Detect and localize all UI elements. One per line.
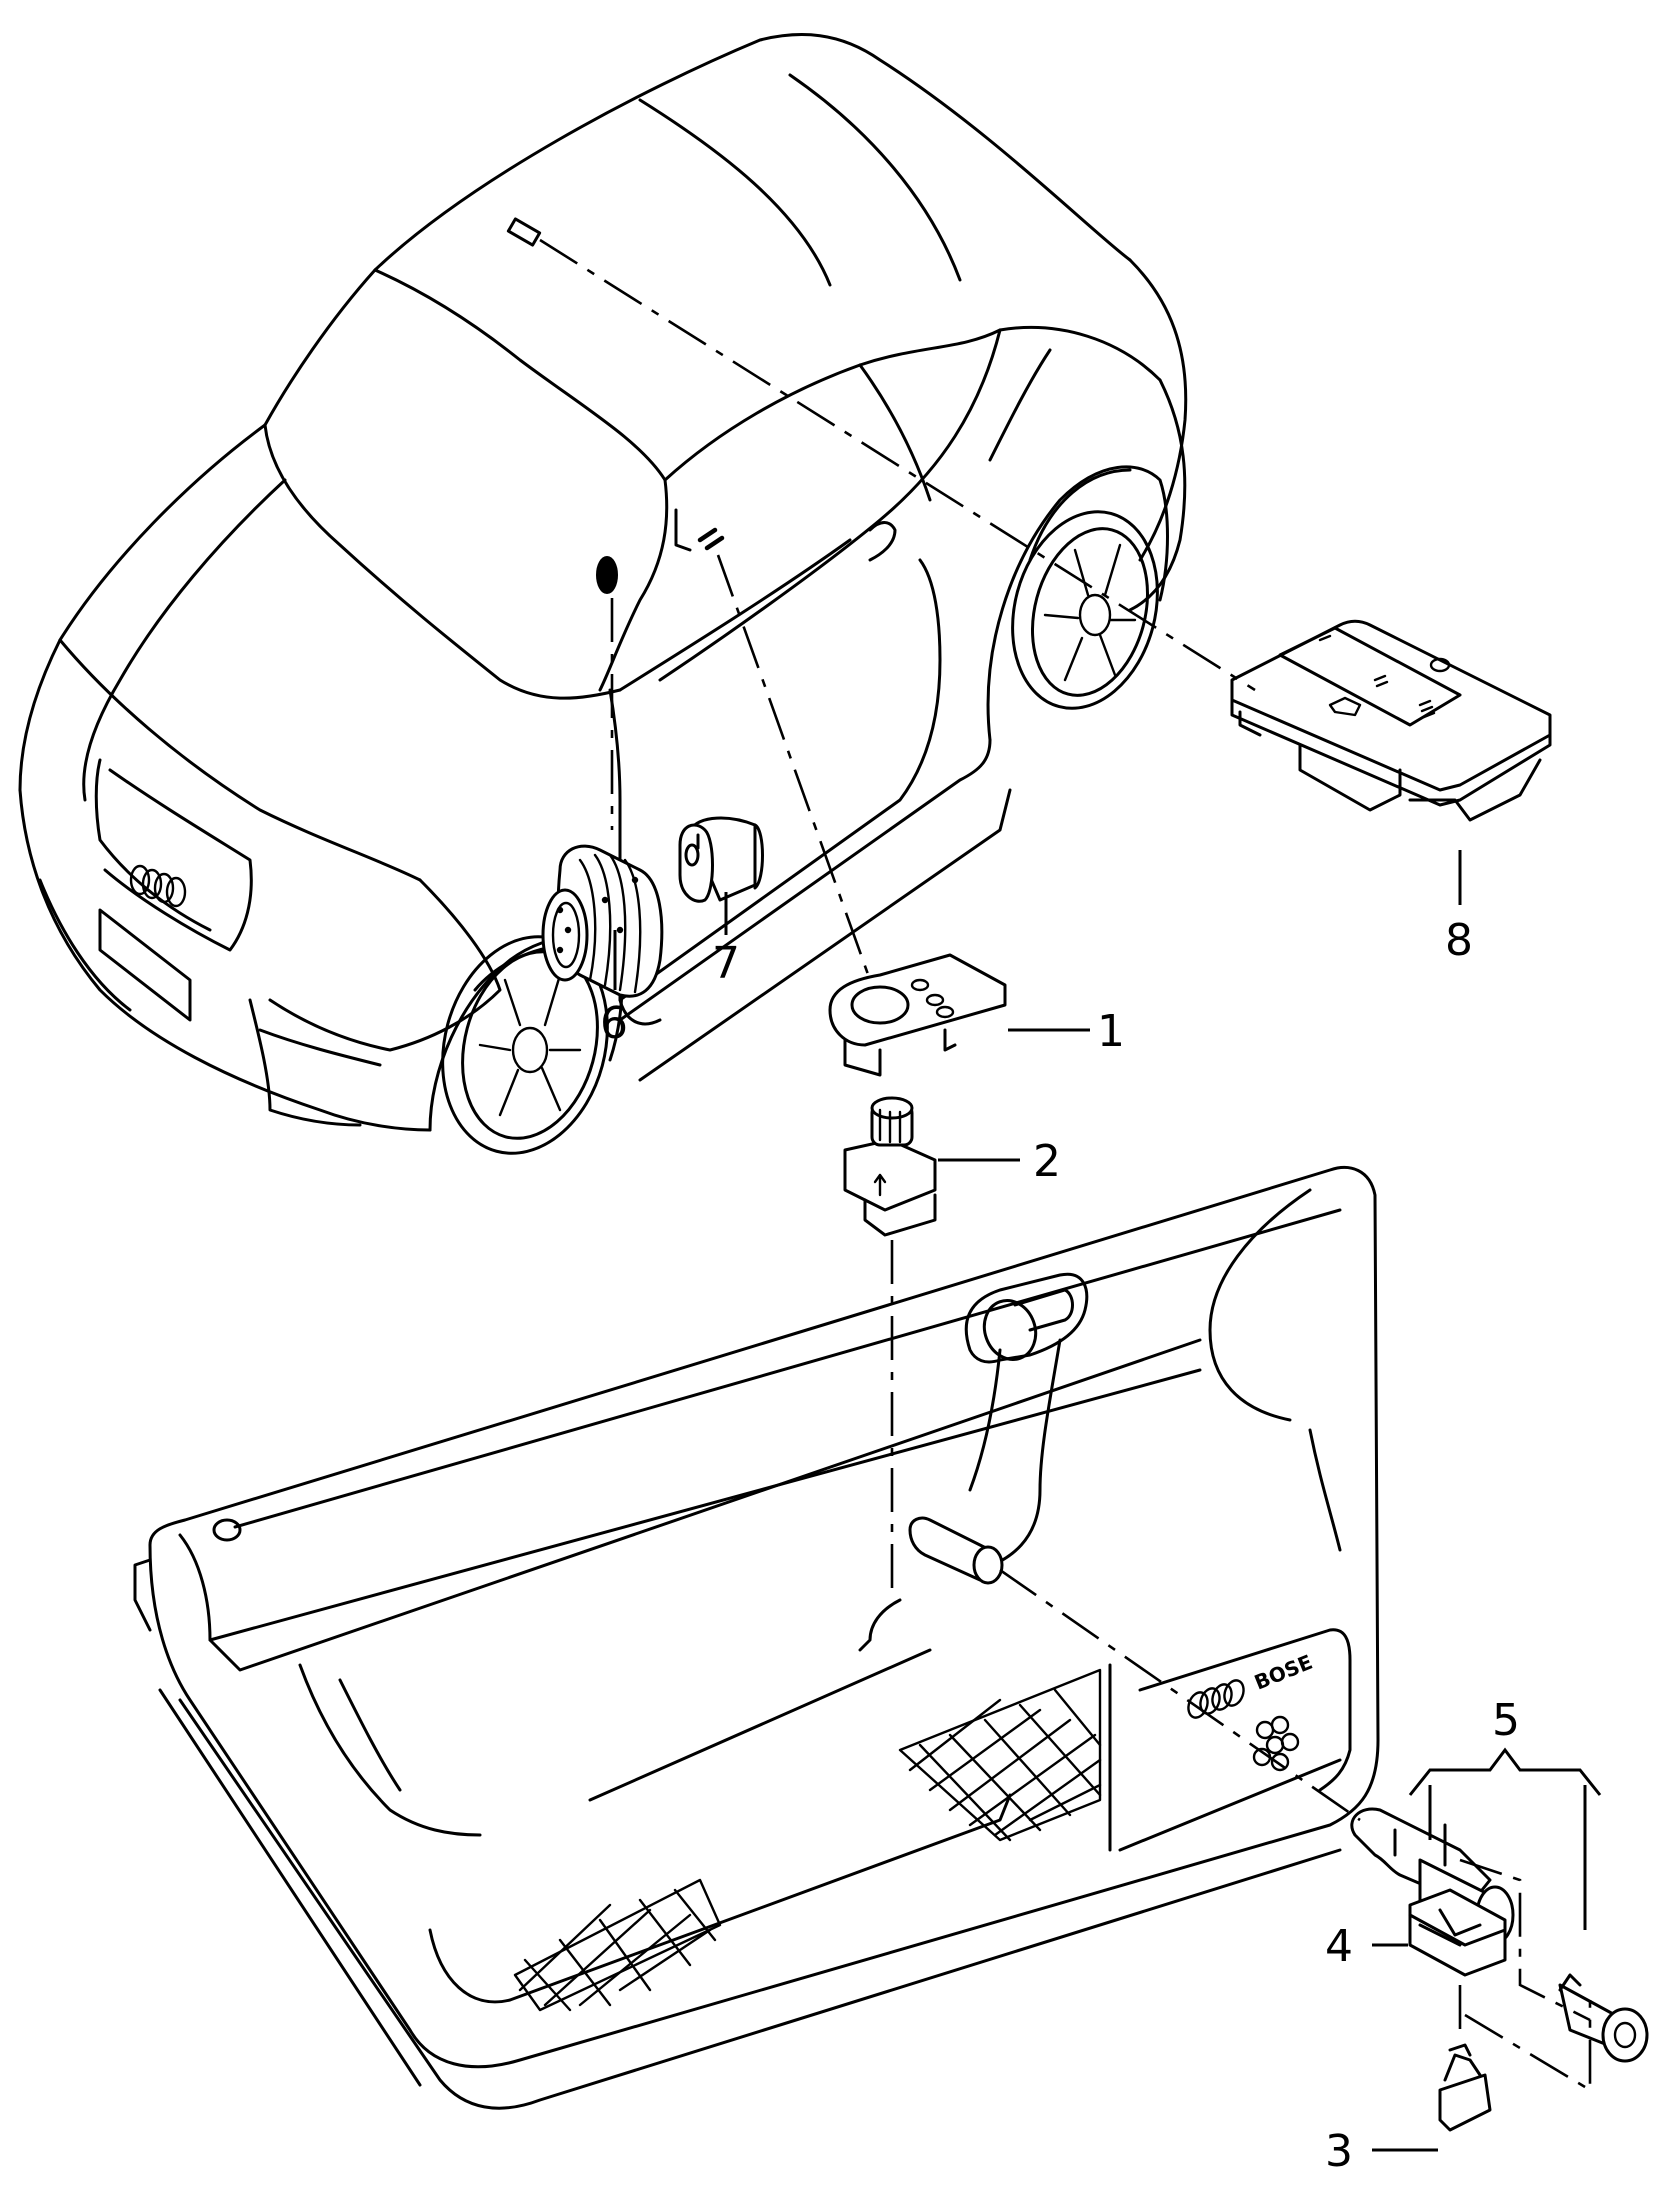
callout-4: 4: [1325, 1921, 1353, 1972]
callout-5: 5: [1492, 1695, 1520, 1746]
part-3-bulb-holder: [1438, 2043, 1492, 2132]
callout-1: 1: [1097, 1006, 1125, 1057]
door-logo-rings-icon: [1187, 1679, 1245, 1719]
part-4-switch-housing: [1408, 1888, 1507, 1977]
connector-location-marker: [596, 556, 618, 594]
callout-2: 2: [1033, 1136, 1061, 1187]
door-pocket-net: [898, 1668, 1102, 1842]
callout-6: 6: [600, 998, 628, 1049]
part-5-handle-assembly: [1350, 1747, 1649, 2063]
door-pocket-net-lower: [513, 1878, 722, 2012]
logo-rings-icon: [129, 864, 187, 908]
part-6-grommet: [541, 844, 664, 998]
callout-8: 8: [1445, 915, 1473, 966]
callout-3: 3: [1325, 2126, 1353, 2177]
connection-lines: [539, 238, 1592, 2093]
rear-wheel: [1011, 510, 1159, 710]
callout-labels: 1 2 3 4 5 6 7 8: [600, 915, 1520, 2177]
part-1-trim-frame: [828, 953, 1007, 1077]
bose-badge: BOSE: [1251, 1650, 1316, 1695]
interior-light-marker: [506, 217, 542, 247]
part-2-mirror-switch: [843, 1096, 937, 1237]
callout-leaders: [613, 850, 1462, 2152]
callout-7: 7: [712, 938, 740, 989]
part-7-plug-housing: [678, 816, 764, 903]
part-8-window-switch: [1230, 619, 1552, 822]
door-trim-panel: BOSE: [133, 1165, 1380, 2110]
